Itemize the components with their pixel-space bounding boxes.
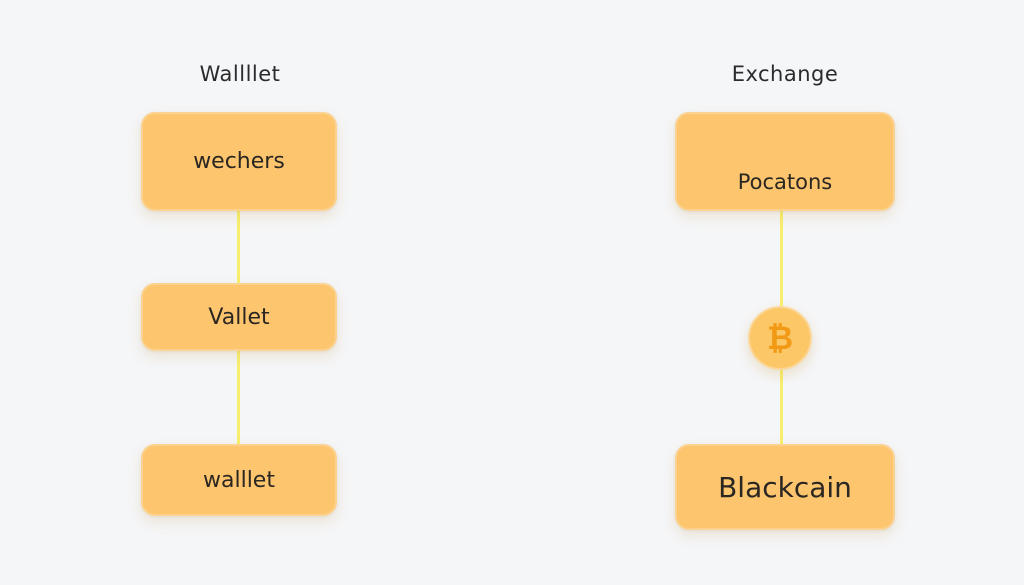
bitcoin-symbol: ₿ <box>766 319 794 357</box>
vallet-box: Vallet <box>141 283 337 351</box>
pocatons-box: Pocatons <box>675 112 895 211</box>
walllet-box: walllet <box>141 444 337 516</box>
exchange-connector-1 <box>780 210 783 308</box>
wechers-box: wechers <box>141 112 337 211</box>
pocatons-label: Pocatons <box>737 169 833 194</box>
wallet-connector-2 <box>237 350 240 445</box>
blackcain-label: Blackcain <box>718 470 852 504</box>
blackcain-box: Blackcain <box>675 444 895 530</box>
wechers-label: wechers <box>193 149 285 174</box>
bitcoin-icon: ₿ <box>748 306 812 370</box>
wallet-connector-1 <box>237 210 240 285</box>
exchange-column-title: Exchange <box>731 62 839 86</box>
walllet-label: walllet <box>203 467 275 493</box>
wallet-column-title: Wallllet <box>199 62 281 86</box>
exchange-connector-2 <box>780 370 783 445</box>
vallet-label: Vallet <box>208 304 270 330</box>
